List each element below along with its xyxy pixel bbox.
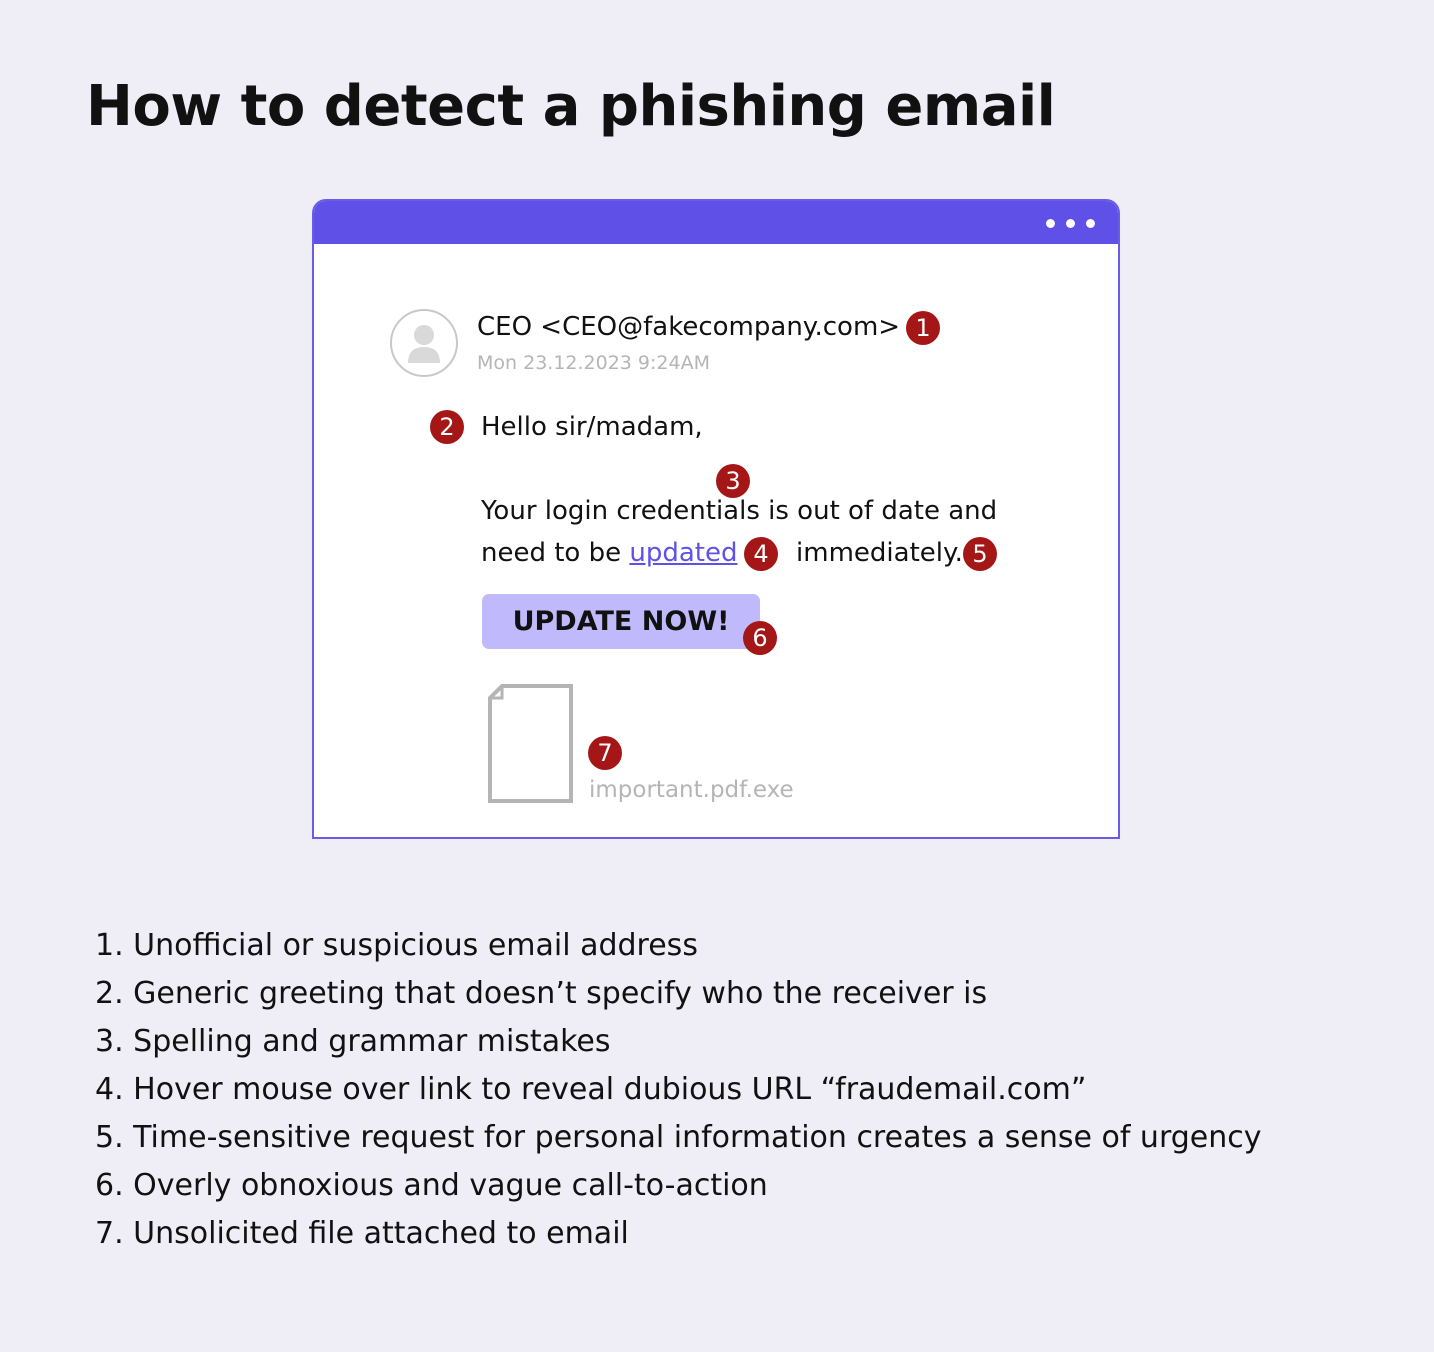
file-icon bbox=[488, 684, 574, 808]
tip-item: 6. Overly obnoxious and vague call-to-ac… bbox=[95, 1168, 768, 1203]
more-dot-icon[interactable] bbox=[1086, 219, 1095, 228]
email-date: Mon 23.12.2023 9:24AM bbox=[477, 352, 710, 374]
tip-item: 1. Unofficial or suspicious email addres… bbox=[95, 928, 698, 963]
body-line-1: Your login credentials is out of date an… bbox=[481, 496, 998, 526]
body-text: immediately. bbox=[796, 538, 963, 568]
update-link[interactable]: updated bbox=[629, 538, 738, 568]
update-now-button[interactable]: UPDATE NOW! bbox=[482, 594, 760, 649]
email-window: CEO <CEO@fakecompany.com> Mon 23.12.2023… bbox=[312, 199, 1120, 839]
marker-badge-1: 1 bbox=[906, 311, 940, 345]
marker-badge-2: 2 bbox=[430, 410, 464, 444]
marker-badge-7: 7 bbox=[588, 736, 622, 770]
sender-address: CEO <CEO@fakecompany.com> bbox=[477, 312, 901, 342]
marker-badge-4: 4 bbox=[744, 537, 778, 571]
attachment-name[interactable]: important.pdf.exe bbox=[589, 777, 794, 803]
avatar-icon bbox=[390, 309, 458, 377]
tip-item: 3. Spelling and grammar mistakes bbox=[95, 1024, 611, 1059]
marker-badge-6: 6 bbox=[743, 621, 777, 655]
page-title: How to detect a phishing email bbox=[86, 74, 1056, 139]
body-line-2: need to be updated immediately. bbox=[481, 538, 963, 568]
more-dot-icon[interactable] bbox=[1046, 219, 1055, 228]
marker-badge-3: 3 bbox=[716, 464, 750, 498]
body-text: need to be bbox=[481, 538, 622, 568]
tip-item: 2. Generic greeting that doesn’t specify… bbox=[95, 976, 988, 1011]
tip-item: 7. Unsolicited file attached to email bbox=[95, 1216, 629, 1251]
greeting: Hello sir/madam, bbox=[481, 412, 703, 442]
tip-item: 5. Time-sensitive request for personal i… bbox=[95, 1120, 1262, 1155]
marker-badge-5: 5 bbox=[963, 537, 997, 571]
window-title-bar bbox=[314, 201, 1118, 244]
more-dot-icon[interactable] bbox=[1066, 219, 1075, 228]
tip-item: 4. Hover mouse over link to reveal dubio… bbox=[95, 1072, 1087, 1107]
tips-list: 1. Unofficial or suspicious email addres… bbox=[95, 922, 1262, 1258]
